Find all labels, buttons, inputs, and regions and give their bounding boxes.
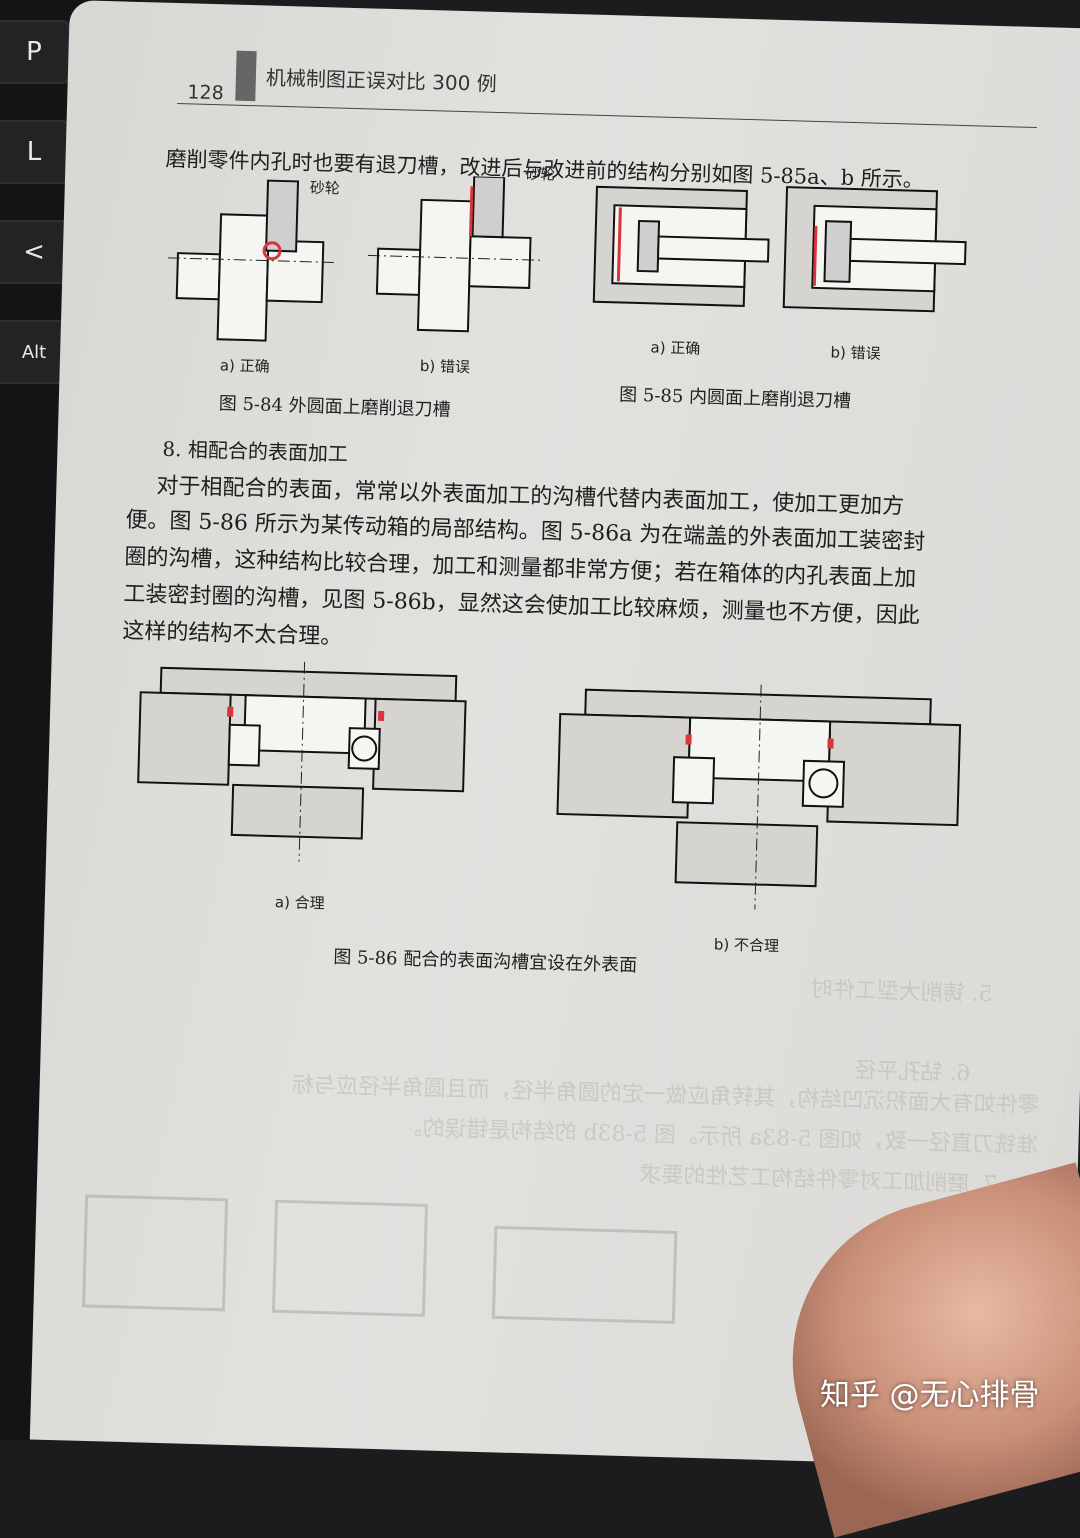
- figure-5-84a: [167, 179, 338, 342]
- figure-5-85b: [782, 186, 967, 313]
- bleed-figures: [82, 1194, 678, 1324]
- figure-5-86b: [556, 684, 962, 910]
- book-page: 128 机械制图正误对比 300 例 磨削零件内孔时也要有退刀槽，改进后与改进前…: [29, 0, 1080, 1469]
- bleed-line-1: 5. 铸削大型工件时: [810, 977, 993, 1008]
- key-less-than: <: [0, 220, 70, 284]
- watermark: 知乎 @无心排骨: [820, 1378, 1040, 1413]
- key-p: P: [0, 20, 70, 84]
- figure-5-86a: [137, 661, 467, 862]
- key-alt: Alt: [0, 320, 70, 384]
- bleed-line-5: 7. 磨削加工对零件结构工艺性的要求: [639, 1162, 998, 1198]
- key-l: L: [0, 120, 70, 184]
- figure-5-85a: [592, 185, 770, 307]
- bleed-line-4: 准铣刀直径一致，如图 5-83a 所示。图 5-83b 的结构是错误的。: [400, 1115, 1039, 1159]
- figure-5-84b: [367, 175, 543, 333]
